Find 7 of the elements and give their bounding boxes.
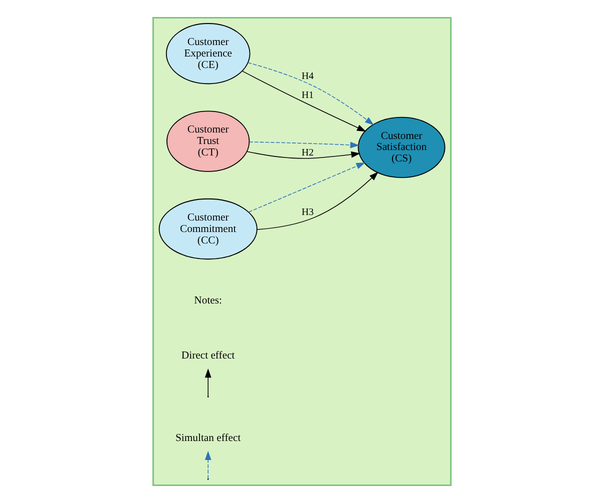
legend-label: Direct effect xyxy=(180,349,234,362)
edge-label: H3 xyxy=(301,206,314,218)
edge-label: H2 xyxy=(301,147,314,158)
legend-label: Simultan effect xyxy=(174,432,240,444)
edge-label: H1 xyxy=(301,90,314,102)
edge-label: H4 xyxy=(301,71,314,82)
label: Notes: xyxy=(194,294,222,307)
